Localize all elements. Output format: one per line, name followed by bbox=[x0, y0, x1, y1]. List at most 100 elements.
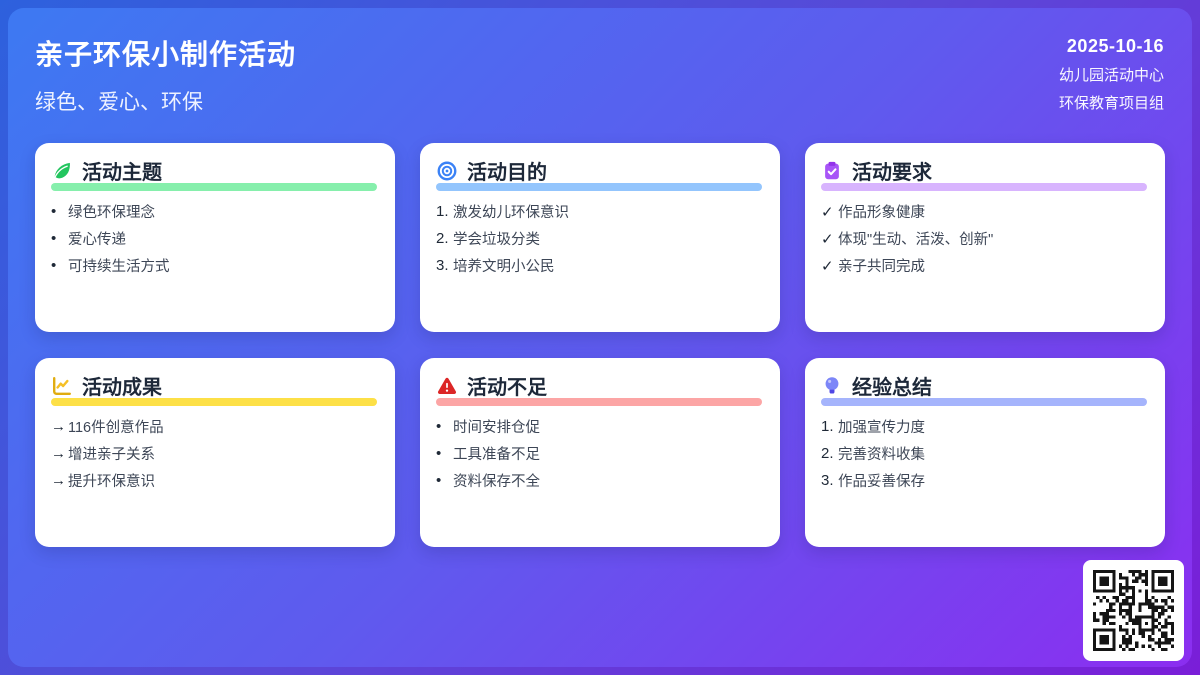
card-list: 1.加强宣传力度 2.完善资料收集 3.作品妥善保存 bbox=[821, 413, 1147, 494]
item-text: 培养文明小公民 bbox=[453, 259, 555, 275]
list-item: →116件创意作品 bbox=[51, 413, 377, 440]
card-activity-theme: 活动主题 • 绿色环保理念 • 爱心传递 • 可持续生活方式 bbox=[35, 143, 395, 332]
header-left: 亲子环保小制作活动 绿色、爱心、环保 bbox=[35, 33, 296, 116]
list-item: →提升环保意识 bbox=[51, 467, 377, 494]
item-marker: ✓ bbox=[821, 230, 834, 248]
warning-icon bbox=[437, 377, 457, 394]
card-activity-shortcomings: 活动不足 • 时间安排仓促 • 工具准备不足 • 资料保存不全 bbox=[420, 358, 780, 547]
item-marker: 1. bbox=[436, 203, 449, 220]
card-head: 活动目的 bbox=[436, 158, 762, 184]
card-list: 1.激发幼儿环保意识 2.学会垃圾分类 3.培养文明小公民 bbox=[436, 198, 762, 279]
card-title: 活动不足 bbox=[467, 377, 547, 399]
card-activity-purpose: 活动目的 1.激发幼儿环保意识 2.学会垃圾分类 3.培养文明小公民 bbox=[420, 143, 780, 332]
item-text: 可持续生活方式 bbox=[68, 259, 170, 275]
accent-bar bbox=[436, 183, 762, 191]
item-marker: 2. bbox=[436, 230, 449, 247]
qr-code-pattern bbox=[1093, 570, 1174, 651]
card-list: ✓作品形象健康 ✓体现"生动、活泼、创新" ✓亲子共同完成 bbox=[821, 198, 1147, 279]
item-marker: ✓ bbox=[821, 203, 834, 221]
list-item: 2.完善资料收集 bbox=[821, 440, 1147, 467]
item-text: 时间安排仓促 bbox=[453, 420, 540, 436]
item-text: 资料保存不全 bbox=[453, 474, 540, 490]
list-item: ✓亲子共同完成 bbox=[821, 252, 1147, 279]
header-meta: 2025-10-16 幼儿园活动中心 环保教育项目组 bbox=[1059, 33, 1164, 116]
item-marker: • bbox=[51, 257, 57, 274]
accent-bar bbox=[51, 183, 377, 191]
item-marker: • bbox=[436, 445, 442, 462]
list-item: ✓体现"生动、活泼、创新" bbox=[821, 225, 1147, 252]
target-icon bbox=[437, 161, 457, 180]
list-item: ✓作品形象健康 bbox=[821, 198, 1147, 225]
item-text: 加强宣传力度 bbox=[838, 420, 925, 436]
card-activity-requirements: 活动要求 ✓作品形象健康 ✓体现"生动、活泼、创新" ✓亲子共同完成 bbox=[805, 143, 1165, 332]
card-head: 活动不足 bbox=[436, 373, 762, 399]
page-background: 亲子环保小制作活动 绿色、爱心、环保 2025-10-16 幼儿园活动中心 环保… bbox=[8, 8, 1192, 667]
accent-bar bbox=[436, 398, 762, 406]
item-marker: • bbox=[51, 203, 57, 220]
list-item: 1.加强宣传力度 bbox=[821, 413, 1147, 440]
card-title: 活动目的 bbox=[467, 162, 547, 184]
page-subtitle: 绿色、爱心、环保 bbox=[35, 91, 203, 114]
list-item: • 时间安排仓促 bbox=[436, 413, 762, 440]
card-title: 活动成果 bbox=[82, 377, 162, 399]
qr-code bbox=[1083, 560, 1184, 661]
item-text: 作品妥善保存 bbox=[838, 474, 925, 490]
item-marker: 3. bbox=[436, 257, 449, 274]
line-chart-icon bbox=[53, 376, 71, 395]
card-title: 活动要求 bbox=[852, 162, 932, 184]
list-item: • 可持续生活方式 bbox=[51, 252, 377, 279]
card-activity-results: 活动成果 →116件创意作品 →增进亲子关系 →提升环保意识 bbox=[35, 358, 395, 547]
card-head: 经验总结 bbox=[821, 373, 1147, 399]
item-text: 爱心传递 bbox=[68, 232, 126, 248]
leaf-icon bbox=[53, 162, 70, 180]
list-item: • 工具准备不足 bbox=[436, 440, 762, 467]
card-title: 经验总结 bbox=[852, 377, 932, 399]
item-text: 亲子共同完成 bbox=[838, 259, 925, 275]
item-text: 增进亲子关系 bbox=[68, 447, 155, 463]
item-marker: ✓ bbox=[821, 257, 834, 275]
date-text: 2025-10-16 bbox=[1066, 36, 1164, 56]
item-text: 激发幼儿环保意识 bbox=[453, 205, 569, 221]
list-item: • 绿色环保理念 bbox=[51, 198, 377, 225]
card-grid: 活动主题 •绿色环保理念 •爱心传递 •可持续生活方式 活动目的 1.激发 bbox=[35, 143, 1165, 547]
item-marker: → bbox=[51, 445, 66, 462]
accent-bar bbox=[821, 398, 1147, 406]
accent-bar bbox=[821, 183, 1147, 191]
org-line-1: 幼儿园活动中心 bbox=[1058, 67, 1164, 84]
item-marker: → bbox=[51, 472, 66, 489]
page-title: 亲子环保小制作活动 bbox=[35, 39, 297, 70]
card-experience-summary: 经验总结 1.加强宣传力度 2.完善资料收集 3.作品妥善保存 bbox=[805, 358, 1165, 547]
card-head: 活动成果 bbox=[51, 373, 377, 399]
list-item: 3.作品妥善保存 bbox=[821, 467, 1147, 494]
card-list: • 绿色环保理念 • 爱心传递 • 可持续生活方式 bbox=[51, 198, 377, 279]
list-item: • 资料保存不全 bbox=[436, 467, 762, 494]
list-item: 3.培养文明小公民 bbox=[436, 252, 762, 279]
card-head: 活动要求 bbox=[821, 158, 1147, 184]
org-line-2: 环保教育项目组 bbox=[1058, 95, 1164, 112]
item-text: 完善资料收集 bbox=[838, 447, 925, 463]
lightbulb-icon bbox=[825, 376, 839, 394]
item-text: 作品形象健康 bbox=[838, 205, 925, 221]
item-text: 工具准备不足 bbox=[453, 447, 540, 463]
item-marker: • bbox=[436, 472, 442, 489]
item-text: 116件创意作品 bbox=[68, 420, 164, 436]
header: 亲子环保小制作活动 绿色、爱心、环保 2025-10-16 幼儿园活动中心 环保… bbox=[8, 8, 1192, 116]
item-text: 提升环保意识 bbox=[68, 474, 155, 490]
card-head: 活动主题 bbox=[51, 158, 377, 184]
item-marker: 3. bbox=[821, 472, 834, 489]
item-marker: 2. bbox=[821, 445, 834, 462]
card-list: →116件创意作品 →增进亲子关系 →提升环保意识 bbox=[51, 413, 377, 494]
card-title: 活动主题 bbox=[82, 162, 162, 184]
item-text: 绿色环保理念 bbox=[68, 205, 155, 221]
clipboard-check-icon bbox=[825, 161, 839, 179]
item-marker: 1. bbox=[821, 418, 834, 435]
accent-bar bbox=[51, 398, 377, 406]
item-marker: • bbox=[51, 230, 57, 247]
list-item: →增进亲子关系 bbox=[51, 440, 377, 467]
item-marker: • bbox=[436, 418, 442, 435]
card-list: • 时间安排仓促 • 工具准备不足 • 资料保存不全 bbox=[436, 413, 762, 494]
item-text: 体现"生动、活泼、创新" bbox=[838, 232, 994, 248]
list-item: 2.学会垃圾分类 bbox=[436, 225, 762, 252]
list-item: 1.激发幼儿环保意识 bbox=[436, 198, 762, 225]
list-item: • 爱心传递 bbox=[51, 225, 377, 252]
